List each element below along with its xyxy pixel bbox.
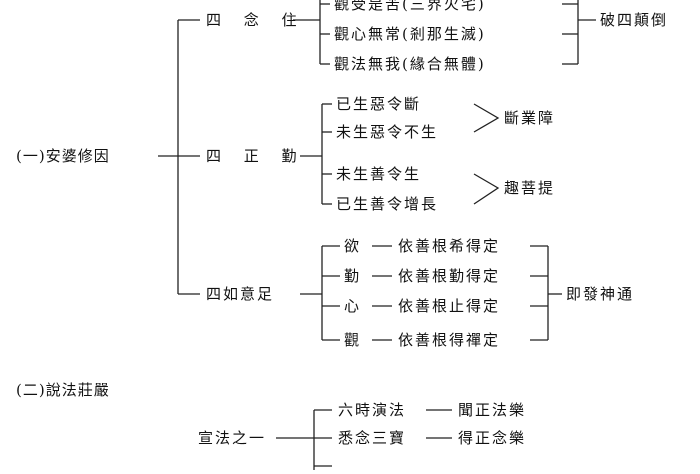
list-item-head: 六時演法 — [338, 401, 407, 419]
list-item: 觀法無我(緣合無體) — [334, 55, 486, 73]
list-item-head: 心 — [344, 297, 362, 315]
list-item-body: 得正念樂 — [458, 429, 527, 447]
list-item-body: 聞正法樂 — [458, 401, 527, 419]
list-item-body: 依善根止得定 — [398, 297, 501, 315]
section1-heading: (一)安婆修因 — [16, 147, 110, 165]
list-item-head: 欲 — [344, 237, 362, 255]
group-result: 即發神通 — [566, 285, 635, 303]
list-item-body: 依善根勤得定 — [398, 267, 501, 285]
group-result: 斷業障 — [504, 109, 556, 127]
group-result: 趣菩提 — [504, 179, 556, 197]
list-item: 未生善令生 — [336, 165, 422, 183]
group-result: 破四顛倒 — [600, 11, 669, 29]
group-label-si-nian-zhu: 四 念 住 — [206, 11, 306, 29]
list-item-head: 觀 — [344, 331, 362, 349]
list-item: 已生惡令斷 — [336, 95, 422, 113]
list-item-body: 依善根得禪定 — [398, 331, 501, 349]
list-item-body: 依善根希得定 — [398, 237, 501, 255]
list-item-head: 勤 — [344, 267, 362, 285]
list-item: 觀心無常(剎那生滅) — [334, 25, 486, 43]
group-label-xuan-fa: 宣法之一 — [198, 429, 267, 447]
list-item: 觀受是苦(三界火宅) — [334, 0, 486, 13]
group-label-si-zheng-qin: 四 正 勤 — [206, 147, 306, 165]
list-item-head: 悉念三寶 — [338, 429, 407, 447]
list-item: 未生惡令不生 — [336, 123, 439, 141]
section2-heading: (二)說法莊嚴 — [16, 381, 110, 399]
list-item: 已生善令增長 — [336, 195, 439, 213]
group-label-si-ru-yi-zu: 四如意足 — [206, 285, 275, 303]
